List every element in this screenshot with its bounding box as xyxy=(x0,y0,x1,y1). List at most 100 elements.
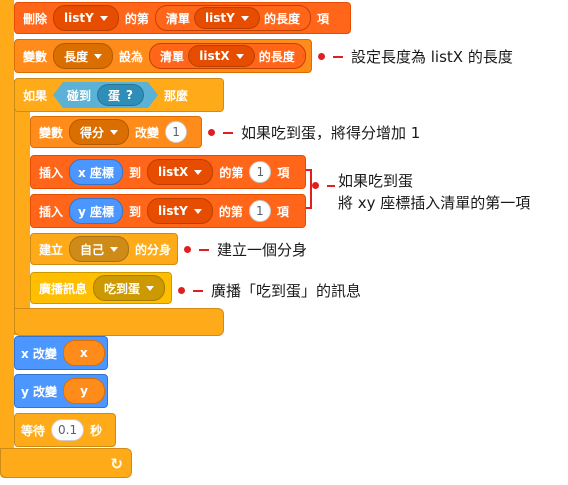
change-score-block[interactable]: 變數 得分 改變 1 xyxy=(30,116,202,148)
triangle-down-icon xyxy=(235,53,244,59)
list-length-reporter[interactable]: 清單 listX 的長度 xyxy=(149,43,306,69)
to-label: 到 xyxy=(128,165,141,180)
reporter-prefix: 清單 xyxy=(160,49,185,64)
list-dropdown[interactable]: listY xyxy=(53,5,119,31)
variable-dropdown-value: 長度 xyxy=(64,49,89,64)
list-dropdown[interactable]: listX xyxy=(146,159,214,185)
of-index-label: 的第 xyxy=(219,165,244,180)
change-x-label: x 改變 xyxy=(21,346,57,361)
set-length-block[interactable]: 變數 長度 設為 清單 listX 的長度 xyxy=(14,39,312,73)
insert-y-block[interactable]: 插入 y 座標 到 listY 的第 1 項 xyxy=(30,194,306,228)
list-dropdown-value: listY xyxy=(158,204,188,218)
list-dropdown[interactable]: listY xyxy=(147,198,213,224)
variable-dropdown[interactable]: 長度 xyxy=(53,43,114,69)
change-by-label: 改變 xyxy=(135,125,160,140)
clone-target-dropdown[interactable]: 自己 xyxy=(69,236,130,262)
insert-label: 插入 xyxy=(39,165,64,180)
variable-label: 變數 xyxy=(39,125,64,140)
annotation-broadcast: 廣播「吃到蛋」的訊息 xyxy=(178,280,361,301)
annotation-line xyxy=(223,131,233,134)
reporter-suffix: 的長度 xyxy=(264,11,301,26)
list-dropdown-value: listY xyxy=(205,11,235,25)
then-label: 那麼 xyxy=(164,88,189,103)
variable-dropdown-value: 得分 xyxy=(80,125,105,140)
change-y-block[interactable]: y 改變 y xyxy=(14,374,108,408)
question-icon: ? xyxy=(126,88,134,102)
annotation-clone: 建立一個分身 xyxy=(184,239,307,260)
message-dropdown-value: 吃到蛋 xyxy=(104,281,141,296)
message-dropdown[interactable]: 吃到蛋 xyxy=(93,275,166,301)
triangle-down-icon xyxy=(99,15,108,21)
annotation-dot xyxy=(178,287,185,294)
of-index-label: 的第 xyxy=(124,11,149,26)
delete-label: 刪除 xyxy=(23,11,48,26)
of-index-label: 的第 xyxy=(218,204,243,219)
insert-label: 插入 xyxy=(39,204,64,219)
create-clone-block[interactable]: 建立 自己 的分身 xyxy=(30,233,178,265)
item-label: 項 xyxy=(317,11,330,26)
annotation-insert-text: 如果吃到蛋 將 xy 座標插入清單的第一項 xyxy=(338,170,530,214)
wait-block[interactable]: 等待 0.1 秒 xyxy=(14,413,116,447)
seconds-label: 秒 xyxy=(90,423,103,438)
clone-suffix-label: 的分身 xyxy=(135,242,172,257)
change-amount-input[interactable]: 1 xyxy=(165,121,188,143)
annotation-line xyxy=(327,184,335,187)
annotation-dot xyxy=(312,182,319,189)
triangle-down-icon xyxy=(146,285,155,291)
annotation-set-length: 設定長度為 listX 的長度 xyxy=(318,46,513,67)
create-label: 建立 xyxy=(39,242,64,257)
broadcast-label: 廣播訊息 xyxy=(39,281,88,296)
delete-item-block[interactable]: 刪除 listY 的第 清單 listY 的長度 項 xyxy=(14,2,351,34)
y-position-reporter[interactable]: y 座標 xyxy=(69,198,124,224)
annotation-line xyxy=(333,55,343,58)
annotation-insert-bracket xyxy=(306,169,312,209)
triangle-down-icon xyxy=(110,129,119,135)
list-dropdown-value: listX xyxy=(199,49,230,63)
list-dropdown-value: listX xyxy=(157,165,189,179)
index-input[interactable]: 1 xyxy=(248,200,271,222)
if-block-footer xyxy=(14,308,224,336)
y-variable-reporter[interactable]: y xyxy=(63,378,106,404)
triangle-down-icon xyxy=(193,208,202,214)
touching-dropdown[interactable]: 蛋? xyxy=(97,84,144,106)
list-length-reporter[interactable]: 清單 listY 的長度 xyxy=(154,5,312,31)
reporter-suffix: 的長度 xyxy=(258,49,295,64)
touching-dropdown-value: 蛋 xyxy=(108,88,121,103)
x-variable-reporter[interactable]: x xyxy=(62,340,105,366)
insert-x-block[interactable]: 插入 x 座標 到 listX 的第 1 項 xyxy=(30,155,306,189)
triangle-down-icon xyxy=(94,53,103,59)
change-x-block[interactable]: x 改變 x xyxy=(14,336,108,370)
forever-loop-arm xyxy=(0,0,14,478)
clone-target-value: 自己 xyxy=(80,242,105,257)
variable-dropdown[interactable]: 得分 xyxy=(69,119,130,145)
set-to-label: 設為 xyxy=(119,49,144,64)
broadcast-block[interactable]: 廣播訊息 吃到蛋 xyxy=(30,272,172,304)
wait-seconds-input[interactable]: 0.1 xyxy=(51,419,85,441)
annotation-dot xyxy=(184,246,191,253)
if-block-header[interactable]: 如果 碰到 蛋? 那麼 xyxy=(14,78,224,112)
triangle-down-icon xyxy=(110,246,119,252)
triangle-down-icon xyxy=(194,169,203,175)
forever-loop-footer[interactable]: ↻ xyxy=(0,448,132,478)
x-position-reporter[interactable]: x 座標 xyxy=(69,159,123,185)
wait-label: 等待 xyxy=(21,423,46,438)
index-input[interactable]: 1 xyxy=(249,161,272,183)
annotation-text-line2: 將 xy 座標插入清單的第一項 xyxy=(338,194,531,212)
annotation-text: 設定長度為 listX 的長度 xyxy=(351,48,513,66)
list-dropdown[interactable]: listY xyxy=(194,7,260,29)
reporter-prefix: 清單 xyxy=(165,11,190,26)
annotation-line xyxy=(199,248,209,251)
if-label: 如果 xyxy=(23,88,48,103)
change-y-label: y 改變 xyxy=(21,384,58,399)
touching-condition[interactable]: 碰到 蛋? xyxy=(53,82,158,108)
annotation-dot xyxy=(208,129,215,136)
to-label: 到 xyxy=(129,204,142,219)
annotation-dot xyxy=(318,53,325,60)
annotation-line xyxy=(193,289,203,292)
annotation-text: 廣播「吃到蛋」的訊息 xyxy=(211,282,362,300)
annotation-insert xyxy=(312,182,335,189)
triangle-down-icon xyxy=(240,15,249,21)
item-label: 項 xyxy=(276,204,289,219)
list-dropdown[interactable]: listX xyxy=(188,45,255,67)
annotation-change-score: 如果吃到蛋，將得分增加 1 xyxy=(208,122,420,143)
